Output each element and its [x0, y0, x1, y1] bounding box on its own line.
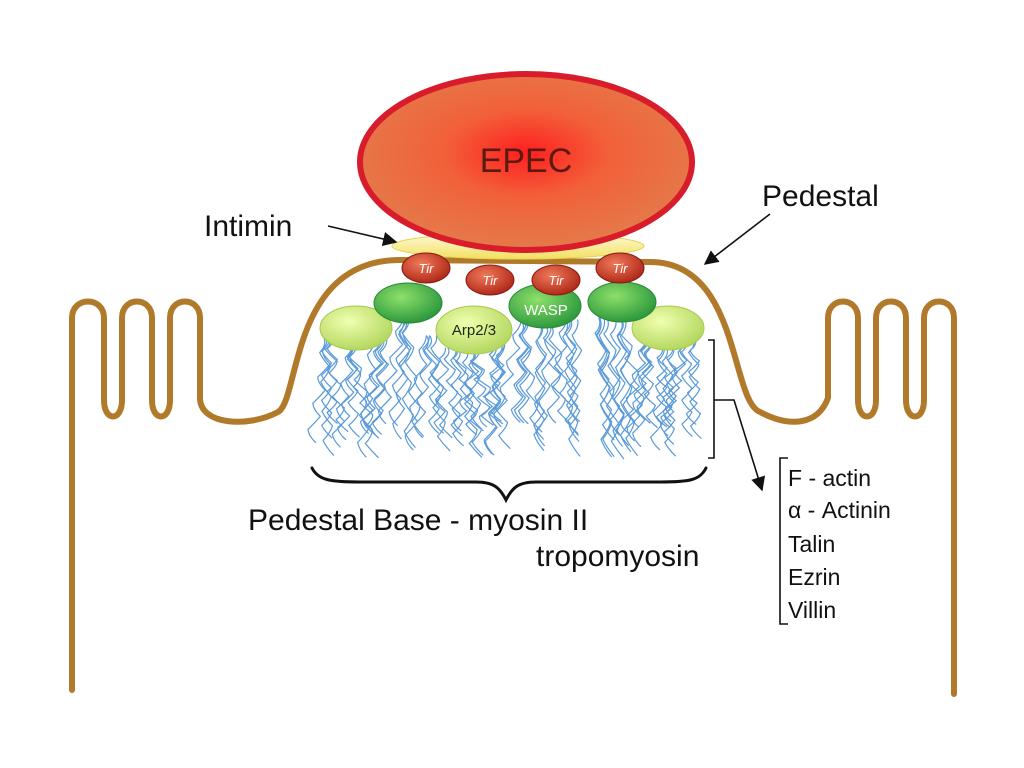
- tir-label-4: Tir: [612, 261, 628, 276]
- actin-filament: [608, 319, 622, 436]
- actin-filament: [397, 317, 416, 448]
- actin-filament: [493, 321, 522, 428]
- actin-filament: [533, 325, 548, 440]
- actin-filament: [469, 351, 494, 426]
- actin-filament: [443, 347, 463, 437]
- actin-filament: [546, 319, 569, 424]
- tir-receptor-2: Tir: [465, 264, 515, 296]
- tir-receptor-4: Tir: [595, 252, 645, 284]
- actin-filament: [517, 321, 533, 425]
- actin-filament: [388, 317, 409, 426]
- protein-list-item-5: Villin: [788, 597, 836, 623]
- actin-filament: [337, 344, 359, 441]
- actin-filament: [331, 344, 354, 448]
- actin-filament: [490, 344, 511, 449]
- actin-filament: [535, 325, 554, 447]
- actin-filament: [619, 339, 647, 434]
- actin-filament: [468, 351, 484, 456]
- pedestal-label: Pedestal: [762, 180, 879, 213]
- actin-filament: [346, 344, 379, 459]
- actin-filament: [423, 335, 451, 452]
- actin-filament: [461, 351, 477, 435]
- pedestal-base-label-line1: Pedestal Base - myosin II: [248, 504, 588, 537]
- actin-filament: [568, 319, 583, 442]
- arp23-complex-left: [319, 305, 393, 351]
- actin-filament: [450, 347, 464, 447]
- actin-filament: [326, 337, 338, 424]
- actin-bundle-bracket: [708, 339, 715, 459]
- pedestal-arrow: [703, 213, 771, 265]
- intimin-arrow: [327, 225, 398, 247]
- actin-filament: [659, 339, 687, 437]
- actin-filament: [433, 347, 450, 434]
- tir-receptor-3: Tir: [531, 264, 581, 296]
- actin-filament: [594, 317, 615, 441]
- actin-filament: [307, 337, 331, 443]
- host-cell-membrane: [69, 257, 957, 697]
- actin-filament: [561, 319, 581, 457]
- protein-list-item-4: Ezrin: [788, 564, 840, 590]
- actin-filament: [404, 335, 428, 451]
- protein-list-item-1: F - actin: [788, 465, 871, 491]
- actin-filament: [359, 339, 383, 434]
- actin-filament: [565, 319, 579, 436]
- actin-filament: [533, 325, 547, 451]
- actin-filaments: [307, 317, 702, 460]
- epec-label: EPEC: [480, 142, 573, 180]
- actin-filament: [685, 339, 701, 425]
- actin-filament: [616, 319, 638, 456]
- tir-label-2: Tir: [482, 273, 498, 288]
- actin-filament: [548, 325, 579, 435]
- protein-list-connector: [714, 399, 766, 492]
- pedestal-base-label: Pedestal Base - myosin II: [248, 504, 588, 537]
- actin-filament: [401, 317, 424, 437]
- tir-receptor-1: Tir: [401, 252, 451, 284]
- wasp-protein-right: [587, 281, 657, 323]
- actin-filament: [598, 317, 612, 458]
- tir-label-3: Tir: [548, 273, 564, 288]
- pedestal-base-brace: [310, 466, 708, 504]
- arp23-label: Arp2/3: [452, 322, 496, 339]
- actin-filament: [639, 339, 658, 428]
- actin-filament: [377, 317, 404, 425]
- wasp-label: WASP: [524, 302, 568, 319]
- actin-filament: [662, 339, 689, 422]
- wasp-protein-left: [373, 282, 443, 324]
- arp23-complex-center: [435, 305, 513, 355]
- actin-filament: [426, 335, 453, 439]
- tir-label-1: Tir: [418, 261, 434, 276]
- actin-filament: [483, 344, 507, 455]
- protein-list-item-2: α - Actinin: [788, 497, 891, 523]
- actin-filament: [357, 339, 377, 458]
- actin-filament: [454, 347, 483, 458]
- actin-filament: [655, 347, 668, 428]
- intimin-label: Intimin: [204, 210, 292, 243]
- actin-filament: [346, 344, 360, 438]
- actin-filament: [680, 339, 693, 437]
- actin-filament: [518, 321, 543, 433]
- protein-list-bracket: [779, 457, 788, 625]
- actin-filament: [650, 347, 668, 451]
- actin-filament: [470, 351, 504, 425]
- actin-filament: [603, 317, 629, 446]
- arp23-complex-right: [631, 305, 705, 351]
- protein-list-item-3: Talin: [788, 531, 835, 557]
- actin-filament: [453, 351, 481, 432]
- actin-filament: [488, 344, 502, 422]
- tropomyosin-label: tropomyosin: [536, 540, 699, 573]
- epec-bacterium: [357, 71, 695, 253]
